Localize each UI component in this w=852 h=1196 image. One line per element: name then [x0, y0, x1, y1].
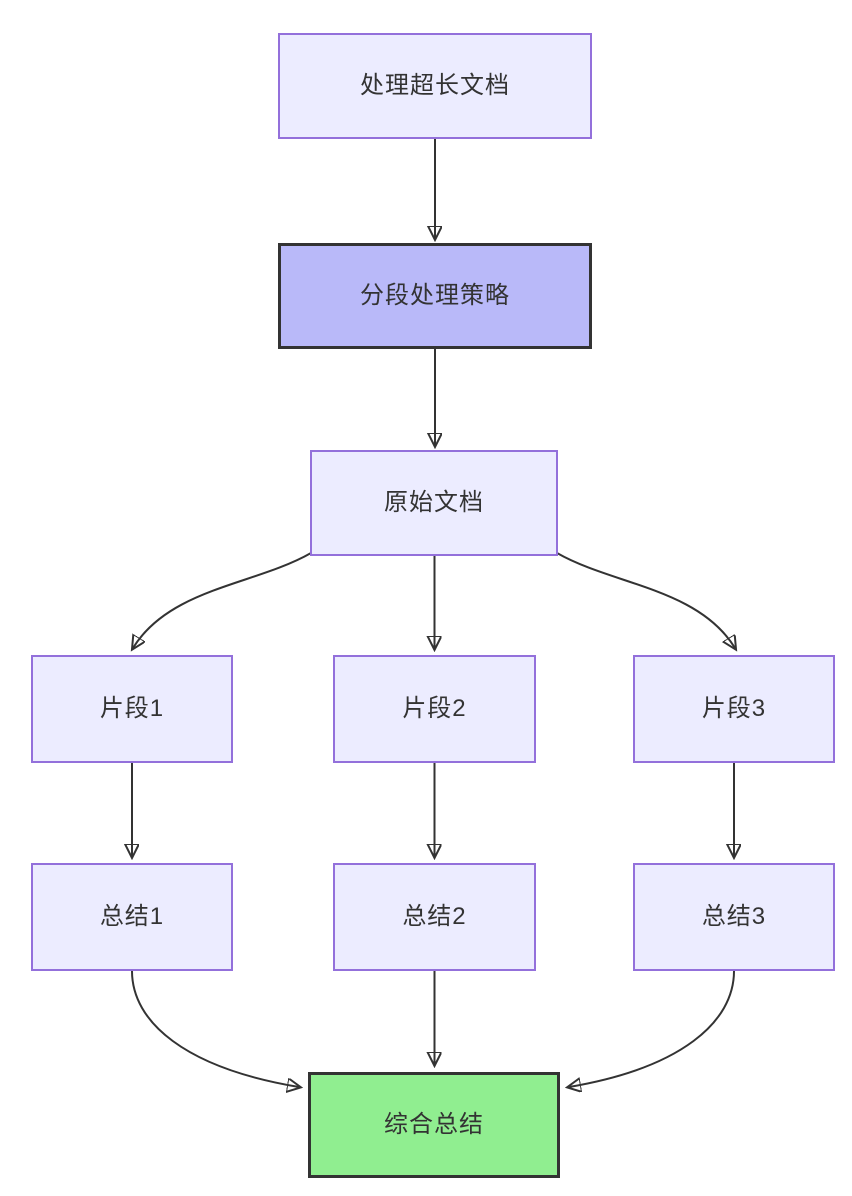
node-fragment-2-label: 片段2 — [402, 695, 467, 722]
node-summary-3-label: 总结3 — [701, 903, 767, 930]
node-summary-1-label: 总结1 — [99, 903, 165, 930]
node-original-doc: 原始文档 — [310, 450, 558, 556]
edge-e1-f — [131, 970, 299, 1087]
node-fragment-3-label: 片段3 — [701, 695, 767, 722]
node-segmentation-strategy-label: 分段处理策略 — [360, 282, 510, 309]
node-final-summary: 综合总结 — [308, 1072, 560, 1178]
node-original-doc-label: 原始文档 — [384, 489, 484, 516]
node-summary-3: 总结3 — [633, 863, 835, 971]
node-process-long-doc-label: 处理超长文档 — [360, 72, 510, 99]
node-fragment-1: 片段1 — [31, 655, 233, 763]
node-final-summary-label: 综合总结 — [384, 1111, 484, 1138]
node-fragment-3: 片段3 — [633, 655, 835, 763]
node-segmentation-strategy: 分段处理策略 — [278, 243, 592, 349]
node-summary-2-label: 总结2 — [402, 903, 467, 930]
node-fragment-1-label: 片段1 — [99, 695, 165, 722]
node-process-long-doc: 处理超长文档 — [278, 33, 592, 139]
edge-c-d3 — [556, 552, 735, 648]
edge-e3-f — [569, 970, 735, 1087]
node-fragment-2: 片段2 — [333, 655, 536, 763]
edge-c-d1 — [133, 552, 312, 648]
node-summary-2: 总结2 — [333, 863, 536, 971]
node-summary-1: 总结1 — [31, 863, 233, 971]
